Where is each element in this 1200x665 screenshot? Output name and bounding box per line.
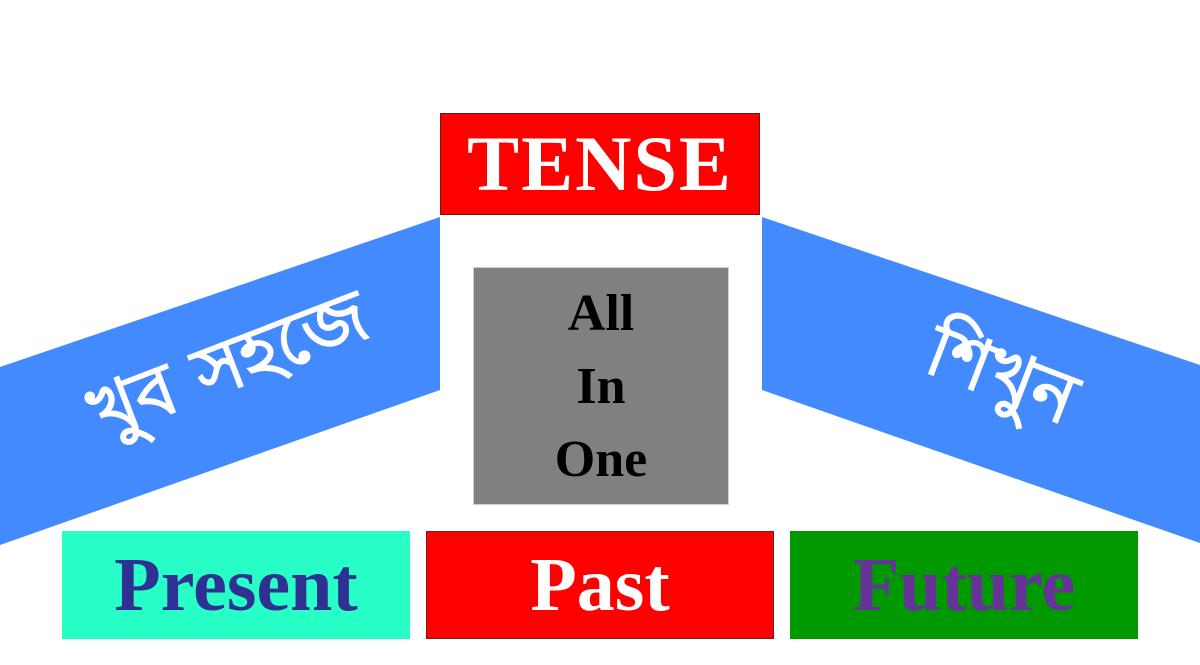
center-line-2: In <box>576 357 626 415</box>
past-label: Past <box>530 543 670 627</box>
present-box: Present <box>62 531 410 639</box>
right-banner <box>762 217 1200 543</box>
center-line-1: All <box>567 284 635 342</box>
left-banner <box>0 217 440 545</box>
center-line-3: One <box>554 430 648 488</box>
present-label: Present <box>114 543 358 627</box>
all-in-one-box: All In One <box>473 267 729 505</box>
title-box: TENSE <box>440 113 760 215</box>
future-label: Future <box>852 543 1076 627</box>
future-box: Future <box>790 531 1138 639</box>
title-text: TENSE <box>467 120 733 207</box>
past-box: Past <box>426 531 774 639</box>
